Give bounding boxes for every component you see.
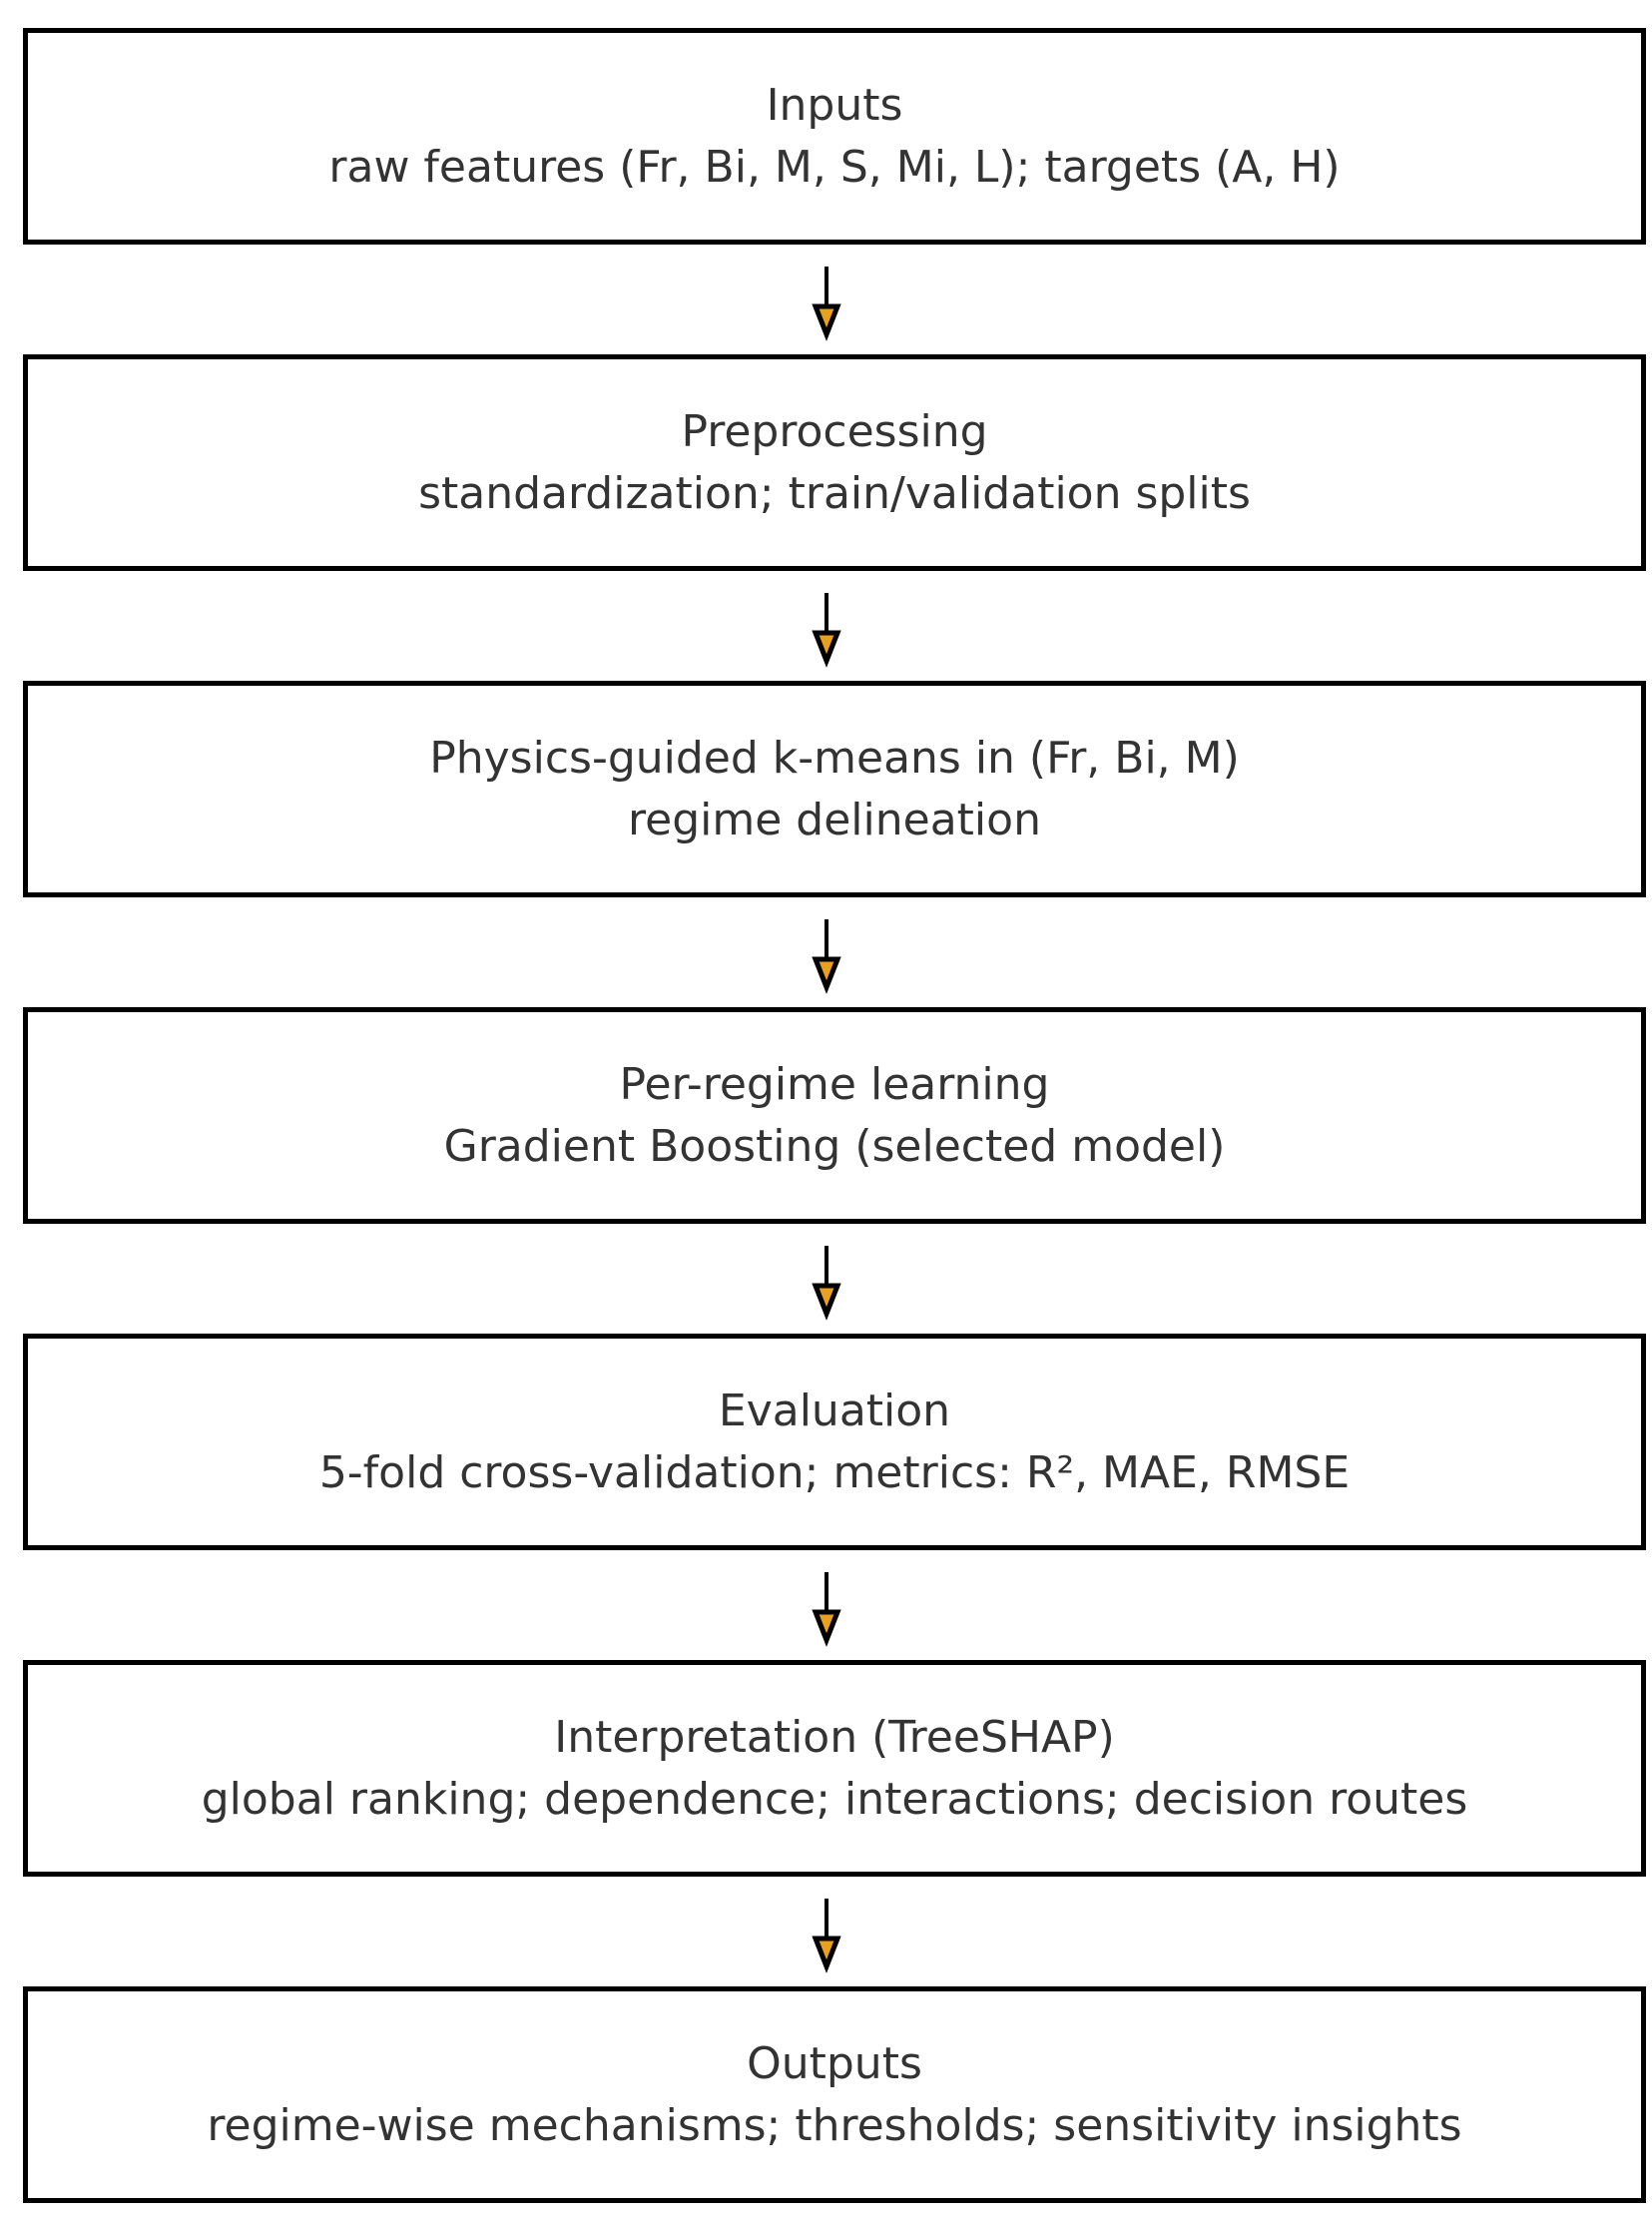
node-subtitle: raw features (Fr, Bi, M, S, Mi, L); targ… xyxy=(328,141,1341,193)
flow-node-inputs: Inputs raw features (Fr, Bi, M, S, Mi, L… xyxy=(23,28,1646,245)
arrow-down-icon xyxy=(811,1572,841,1647)
node-subtitle: standardization; train/validation splits xyxy=(418,467,1251,519)
node-title: Per-regime learning xyxy=(619,1058,1050,1110)
node-title: Physics-guided k-means in (Fr, Bi, M) xyxy=(429,732,1240,784)
flow-connector-4 xyxy=(0,1224,1652,1334)
arrow-down-icon xyxy=(811,919,841,994)
flow-node-outputs: Outputs regime-wise mechanisms; threshol… xyxy=(23,1986,1646,2203)
node-subtitle: global ranking; dependence; interactions… xyxy=(201,1773,1468,1825)
flow-node-per-regime-learning: Per-regime learning Gradient Boosting (s… xyxy=(23,1007,1646,1224)
arrow-down-icon xyxy=(811,1899,841,1973)
flow-node-evaluation: Evaluation 5-fold cross-validation; metr… xyxy=(23,1334,1646,1550)
flow-node-preprocessing: Preprocessing standardization; train/val… xyxy=(23,354,1646,571)
node-title: Outputs xyxy=(747,2037,922,2089)
flow-connector-3 xyxy=(0,897,1652,1007)
node-title: Evaluation xyxy=(718,1385,951,1436)
flow-connector-1 xyxy=(0,245,1652,354)
node-title: Interpretation (TreeSHAP) xyxy=(554,1711,1115,1763)
flow-node-interpretation: Interpretation (TreeSHAP) global ranking… xyxy=(23,1660,1646,1877)
flow-connector-6 xyxy=(0,1877,1652,1986)
flow-connector-2 xyxy=(0,571,1652,681)
node-subtitle: 5-fold cross-validation; metrics: R², MA… xyxy=(318,1446,1351,1498)
arrow-down-icon xyxy=(811,593,841,668)
node-subtitle: regime-wise mechanisms; thresholds; sens… xyxy=(207,2099,1462,2151)
flow-node-kmeans-clustering: Physics-guided k-means in (Fr, Bi, M) re… xyxy=(23,681,1646,897)
node-subtitle: regime delineation xyxy=(628,794,1041,845)
node-subtitle: Gradient Boosting (selected model) xyxy=(443,1120,1226,1172)
arrow-down-icon xyxy=(811,267,841,341)
node-title: Inputs xyxy=(766,79,903,131)
node-title: Preprocessing xyxy=(681,405,988,457)
flow-connector-5 xyxy=(0,1550,1652,1660)
arrow-down-icon xyxy=(811,1246,841,1321)
